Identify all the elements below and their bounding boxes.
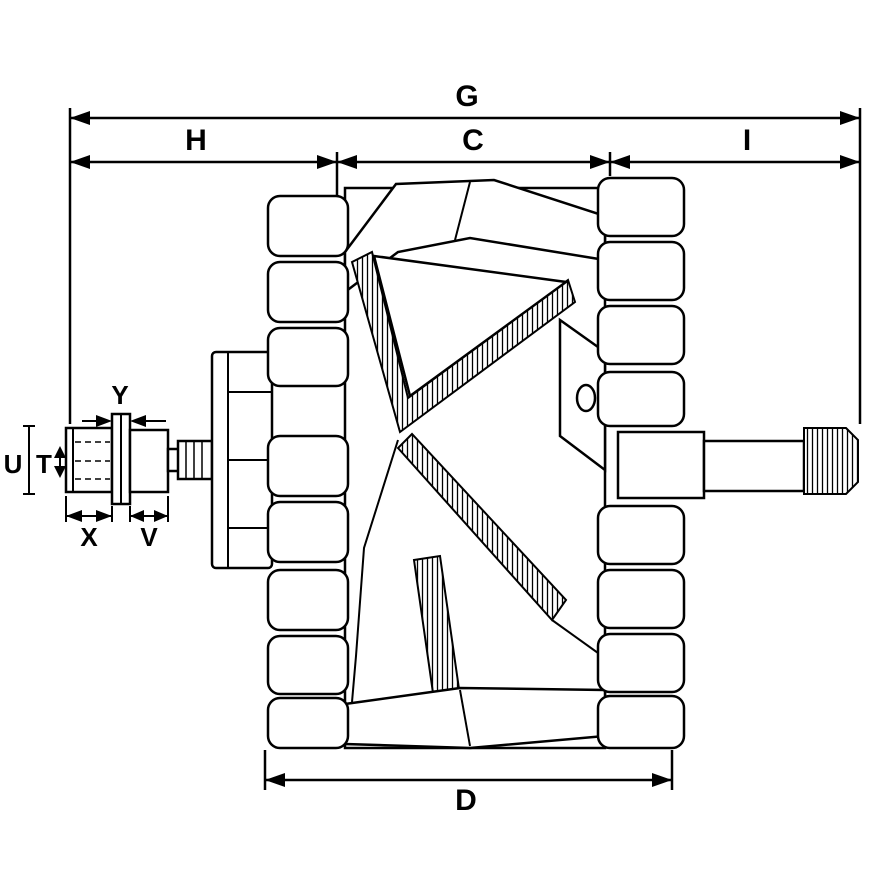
pole-lobe <box>596 240 686 302</box>
dim-label-g: G <box>455 80 478 113</box>
claw-edge-line <box>454 181 471 241</box>
shaft-step-1 <box>616 430 706 500</box>
dimension-x: X <box>65 496 113 552</box>
arrow-right-icon <box>96 415 112 427</box>
winding-hatch-band-upper <box>350 250 577 434</box>
dim-label-u: U <box>4 449 23 479</box>
dim-label-v: V <box>140 522 158 552</box>
arrow-left-icon <box>70 155 90 169</box>
arrow-right-icon <box>317 155 337 169</box>
arrow-left-icon <box>66 510 82 522</box>
slip-ring-assembly <box>210 350 274 570</box>
arrow-right-icon <box>652 773 672 787</box>
pole-lobe <box>266 568 350 632</box>
pole-lobe <box>596 370 686 428</box>
pole-lobe <box>596 568 686 630</box>
rotor-right-pole <box>596 176 686 750</box>
dim-label-d: D <box>455 784 477 817</box>
pole-lobe <box>266 696 350 750</box>
vent-hole <box>575 383 597 413</box>
arrow-up-icon <box>54 446 66 458</box>
dim-label-x: X <box>80 522 98 552</box>
claw-inside-v <box>372 254 570 399</box>
rotor-core <box>343 178 607 750</box>
shaft-end-stub <box>64 426 114 494</box>
arrow-right-icon <box>840 155 860 169</box>
dim-label-c: C <box>462 124 484 157</box>
pole-lobe <box>266 434 350 498</box>
pole-lobe <box>266 634 350 696</box>
collar-washer <box>110 412 132 506</box>
dim-label-y: Y <box>111 380 128 410</box>
pole-lobe <box>596 504 686 566</box>
pole-lobe <box>596 632 686 694</box>
arrow-left-icon <box>130 510 144 522</box>
dim-label-i: I <box>743 124 751 157</box>
claw-edge-line <box>351 439 399 703</box>
spacer-body <box>128 428 170 494</box>
pole-lobe <box>596 304 686 366</box>
arrow-left-icon <box>130 415 146 427</box>
arrow-right-icon <box>154 510 168 522</box>
dim-label-h: H <box>185 124 207 157</box>
shaft-step-2 <box>702 439 806 493</box>
dimension-h: H <box>70 124 339 198</box>
arrow-left-icon <box>337 155 357 169</box>
rotor-left-pole <box>266 194 350 750</box>
dimension-v: V <box>129 496 169 552</box>
pole-lobe <box>266 326 350 388</box>
spline-block <box>176 439 214 481</box>
dimension-g: G <box>68 80 862 424</box>
winding-hatch-band-lower <box>396 432 568 622</box>
threaded-shaft-end <box>803 427 859 495</box>
arrow-right-icon <box>840 111 860 125</box>
dim-label-t: T <box>36 449 52 479</box>
arrow-left-icon <box>610 155 630 169</box>
pole-lobe <box>266 194 350 258</box>
arrow-right-icon <box>590 155 610 169</box>
pole-lobe <box>266 500 350 564</box>
arrow-left-icon <box>265 773 285 787</box>
dimension-t: T <box>36 446 66 479</box>
arrow-down-icon <box>54 466 66 478</box>
dimension-d: D <box>263 750 674 817</box>
pole-lobe <box>266 260 350 324</box>
claw-edge-line <box>459 689 471 747</box>
arrow-right-icon <box>96 510 112 522</box>
dimension-c: C <box>337 124 612 176</box>
arrow-left-icon <box>70 111 90 125</box>
spline-coupler <box>166 439 214 481</box>
dimension-u: U <box>4 425 35 495</box>
spacer-cylinder <box>128 428 170 494</box>
pole-lobe <box>596 694 686 750</box>
claw-edge-line <box>551 619 606 659</box>
dimension-y: Y <box>82 380 166 427</box>
pole-lobe <box>596 176 686 238</box>
rotor-shaft-right <box>616 427 859 500</box>
dimension-i: I <box>610 124 860 169</box>
